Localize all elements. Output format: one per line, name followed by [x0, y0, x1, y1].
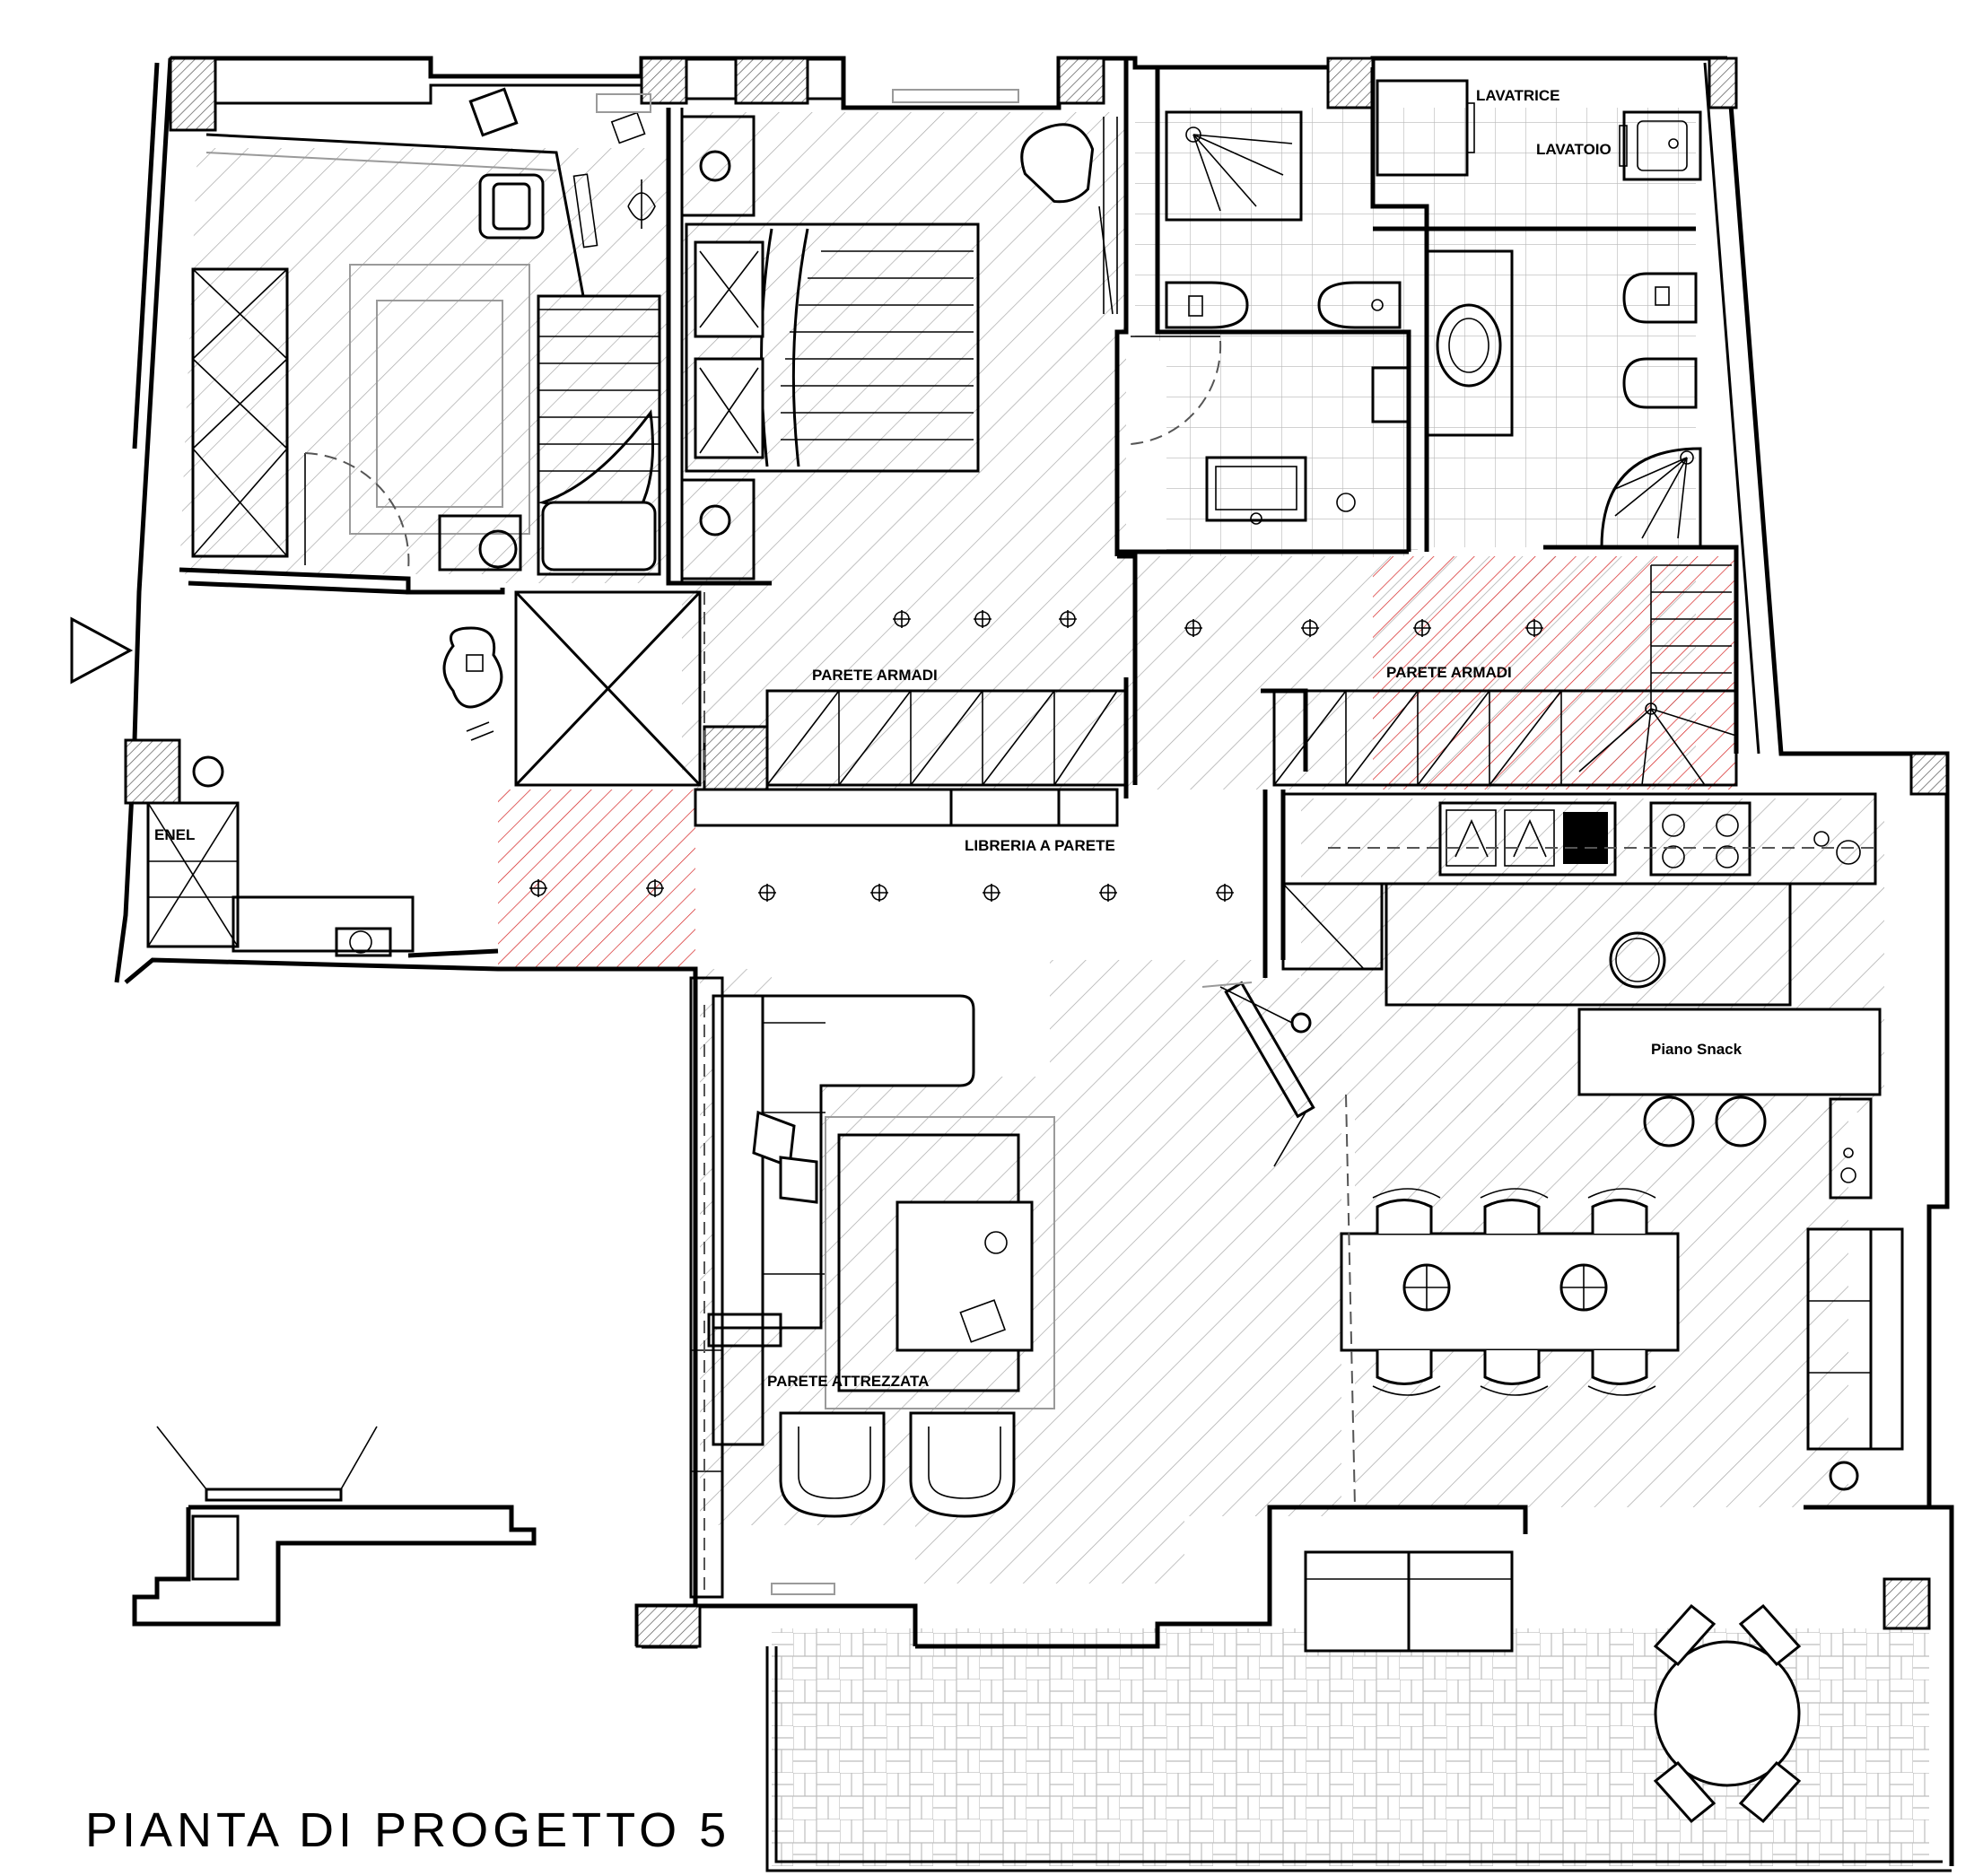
entrance-area	[70, 616, 503, 948]
parete-armadi-label-2: PARETE ARMADI	[1386, 664, 1512, 681]
drawing-title: PIANTA DI PROGETTO 5	[85, 1803, 730, 1857]
wardrobe-walls: PARETE ARMADI PARETE ARMADI	[529, 564, 1737, 902]
parete-attrezzata-label: PARETE ATTREZZATA	[767, 1373, 929, 1390]
structural-pillars	[124, 57, 1949, 1648]
enel-label: ENEL	[154, 826, 195, 843]
lavatrice-label: LAVATRICE	[1476, 87, 1560, 104]
study-furniture	[191, 87, 661, 576]
ceiling-lights	[529, 610, 1543, 902]
wall-detail	[132, 1426, 537, 1627]
bedroom-furniture	[680, 89, 1118, 580]
piano-snack-label: Piano Snack	[1651, 1041, 1743, 1058]
libreria-label: LIBRERIA A PARETE	[965, 837, 1115, 854]
entrance-arrow-icon	[70, 616, 134, 685]
lavatoio-label: LAVATOIO	[1536, 141, 1612, 158]
parete-armadi-label-1: PARETE ARMADI	[812, 667, 938, 684]
floor-hatching	[179, 108, 1929, 1866]
bathroom-1	[1130, 110, 1411, 525]
bathroom-2: LAVATRICE LAVATOIO	[1376, 79, 1702, 549]
kitchen: Piano Snack	[1281, 792, 1904, 1508]
terrace	[1304, 1550, 1802, 1824]
living-room: LIBRERIA A PARETE PARETE ATTREZZATA	[689, 592, 1315, 1599]
